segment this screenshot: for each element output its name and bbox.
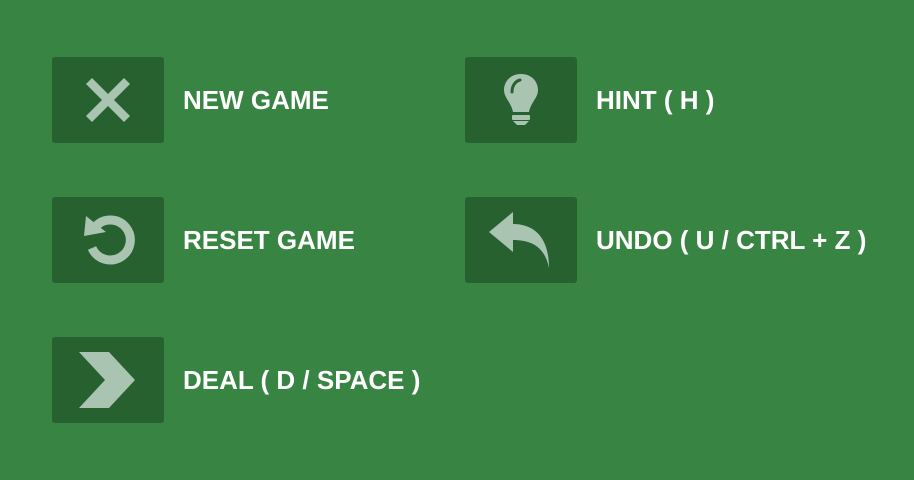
chevron-right-icon <box>79 351 137 409</box>
deal-label: DEAL ( D / SPACE ) <box>183 364 421 395</box>
new-game-label: NEW GAME <box>183 84 329 115</box>
reset-game-label: RESET GAME <box>183 224 355 255</box>
hint-button[interactable]: HINT ( H ) <box>465 57 714 143</box>
new-game-button[interactable]: NEW GAME <box>52 57 329 143</box>
hint-label: HINT ( H ) <box>596 84 715 115</box>
deal-button[interactable]: DEAL ( D / SPACE ) <box>52 337 420 423</box>
hint-icon-box[interactable] <box>465 57 577 143</box>
reset-game-button[interactable]: RESET GAME <box>52 197 355 283</box>
deal-icon-box[interactable] <box>52 337 164 423</box>
new-game-icon-box[interactable] <box>52 57 164 143</box>
undo-button[interactable]: UNDO ( U / CTRL + Z ) <box>465 197 866 283</box>
undo-label: UNDO ( U / CTRL + Z ) <box>596 224 867 255</box>
undo-icon-box[interactable] <box>465 197 577 283</box>
x-icon <box>84 76 132 124</box>
reset-game-icon-box[interactable] <box>52 197 164 283</box>
reset-icon <box>80 212 136 268</box>
undo-arrow-icon <box>487 210 555 270</box>
lightbulb-icon <box>501 72 541 128</box>
